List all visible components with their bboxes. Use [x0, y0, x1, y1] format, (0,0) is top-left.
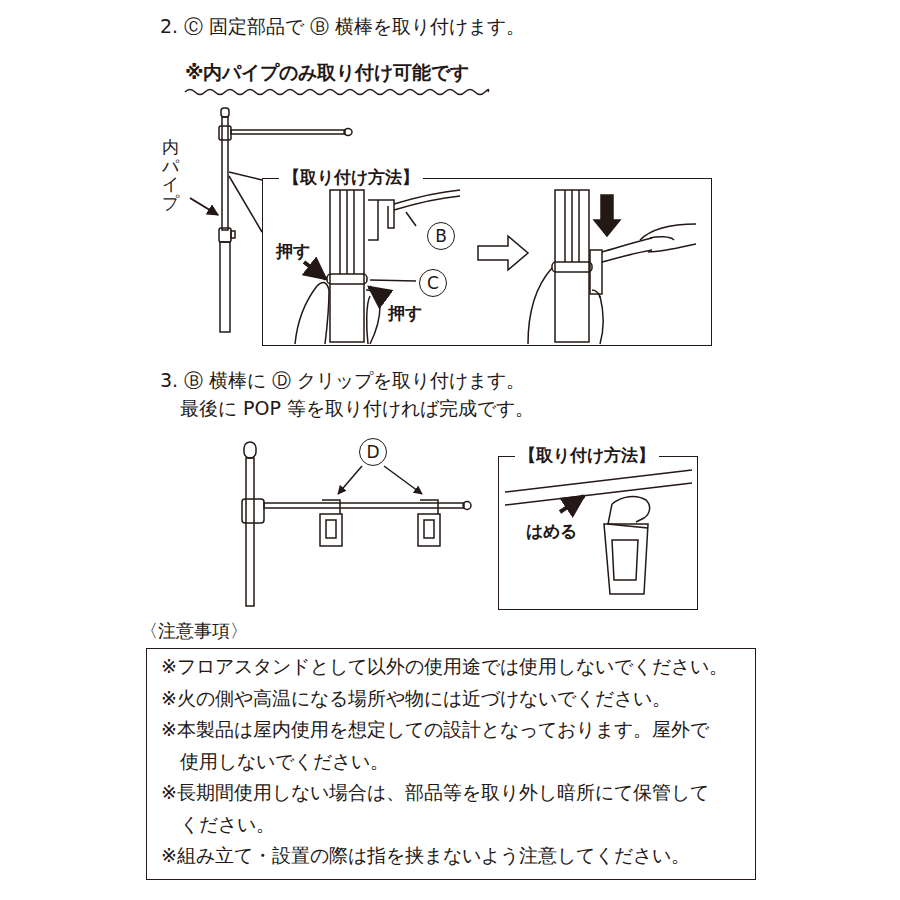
- part-name: 内パイプ: [162, 138, 179, 213]
- step-heading: 3. Ⓑ 横棒に Ⓓ クリップを取り付けます。: [160, 368, 525, 393]
- action-label: はめる: [526, 520, 577, 542]
- callout-letter: B: [435, 228, 447, 245]
- box-title: 【取り付け方法】: [279, 166, 423, 188]
- caution-box: ※フロアスタンドとして以外の使用途では使用しないでください。※火の側や高温になる…: [146, 648, 756, 880]
- method-box: 【取り付け方法】BC: [262, 178, 712, 346]
- clip-detail: [505, 470, 692, 594]
- callout-circle: D: [359, 438, 387, 466]
- caution-item: ※組み立て・設置の際は指を挟まないよう注意してください。: [161, 840, 731, 872]
- pole-detail-left: [295, 190, 460, 344]
- caution-item: ※本製品は屋内使用を想定しての設計となっております。屋外で 使用しないでください…: [161, 714, 731, 777]
- step-text: 最後に POP 等を取り付ければ完成です。: [180, 396, 534, 421]
- callout-circle: C: [419, 269, 447, 297]
- caution-item: ※長期間使用しない場合は、部品等を取り外し暗所にて保管して ください。: [161, 777, 731, 840]
- stand-figure: [190, 108, 352, 332]
- action-label: 押す: [276, 240, 310, 262]
- callout-letter: D: [366, 444, 379, 461]
- pole-detail-right: [528, 190, 696, 344]
- box-title: 【取り付け方法】: [515, 444, 659, 466]
- step-heading: 2. Ⓒ 固定部品で Ⓑ 横棒を取り付けます。: [160, 14, 525, 39]
- stand-with-clips: [242, 442, 471, 606]
- next-arrow: [478, 236, 528, 270]
- section-heading: 〈注意事項〉: [140, 619, 248, 642]
- caution-item: ※火の側や高温になる場所や物には近づけないでください。: [161, 683, 731, 715]
- callout-circle: B: [427, 222, 455, 250]
- callout-letter: C: [427, 275, 439, 292]
- caution-item: ※フロアスタンドとして以外の使用途では使用しないでください。: [161, 651, 731, 683]
- wavy-underline: [185, 90, 489, 95]
- note-text: ※内パイプのみ取り付け可能です: [185, 60, 469, 85]
- action-label: 押す: [388, 302, 422, 324]
